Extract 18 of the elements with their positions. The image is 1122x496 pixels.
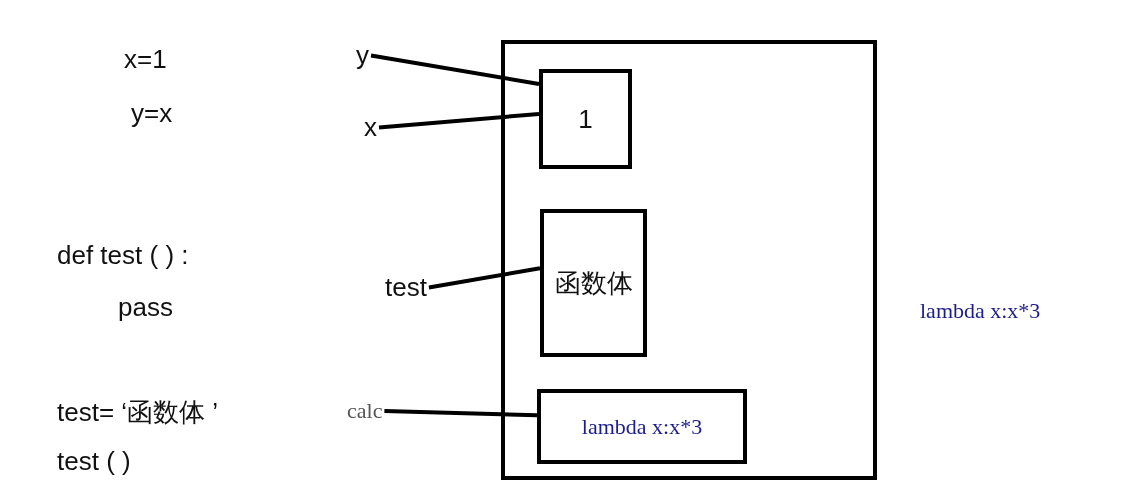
code-line: test ( ) <box>57 446 131 477</box>
value-box <box>539 69 632 169</box>
code-line: def test ( ) : <box>57 240 189 271</box>
variable-name: test <box>385 272 427 303</box>
code-line: test= ‘函数体 ’ <box>57 396 219 429</box>
value-text: 函数体 <box>554 266 633 300</box>
code-text: lambda x:x*3 <box>920 298 1041 324</box>
code-line: y=x <box>131 98 173 129</box>
value-text: 1 <box>578 103 593 135</box>
code-text: lambda x:x*3 <box>581 413 703 440</box>
variable-name: x <box>364 112 377 143</box>
code-line: x=1 <box>124 44 167 75</box>
variable-name: y <box>356 40 369 71</box>
value-box <box>540 209 647 357</box>
value-box <box>537 389 747 464</box>
variable-name: calc <box>347 398 383 424</box>
memory-block <box>501 40 877 480</box>
code-line: pass <box>118 292 173 323</box>
